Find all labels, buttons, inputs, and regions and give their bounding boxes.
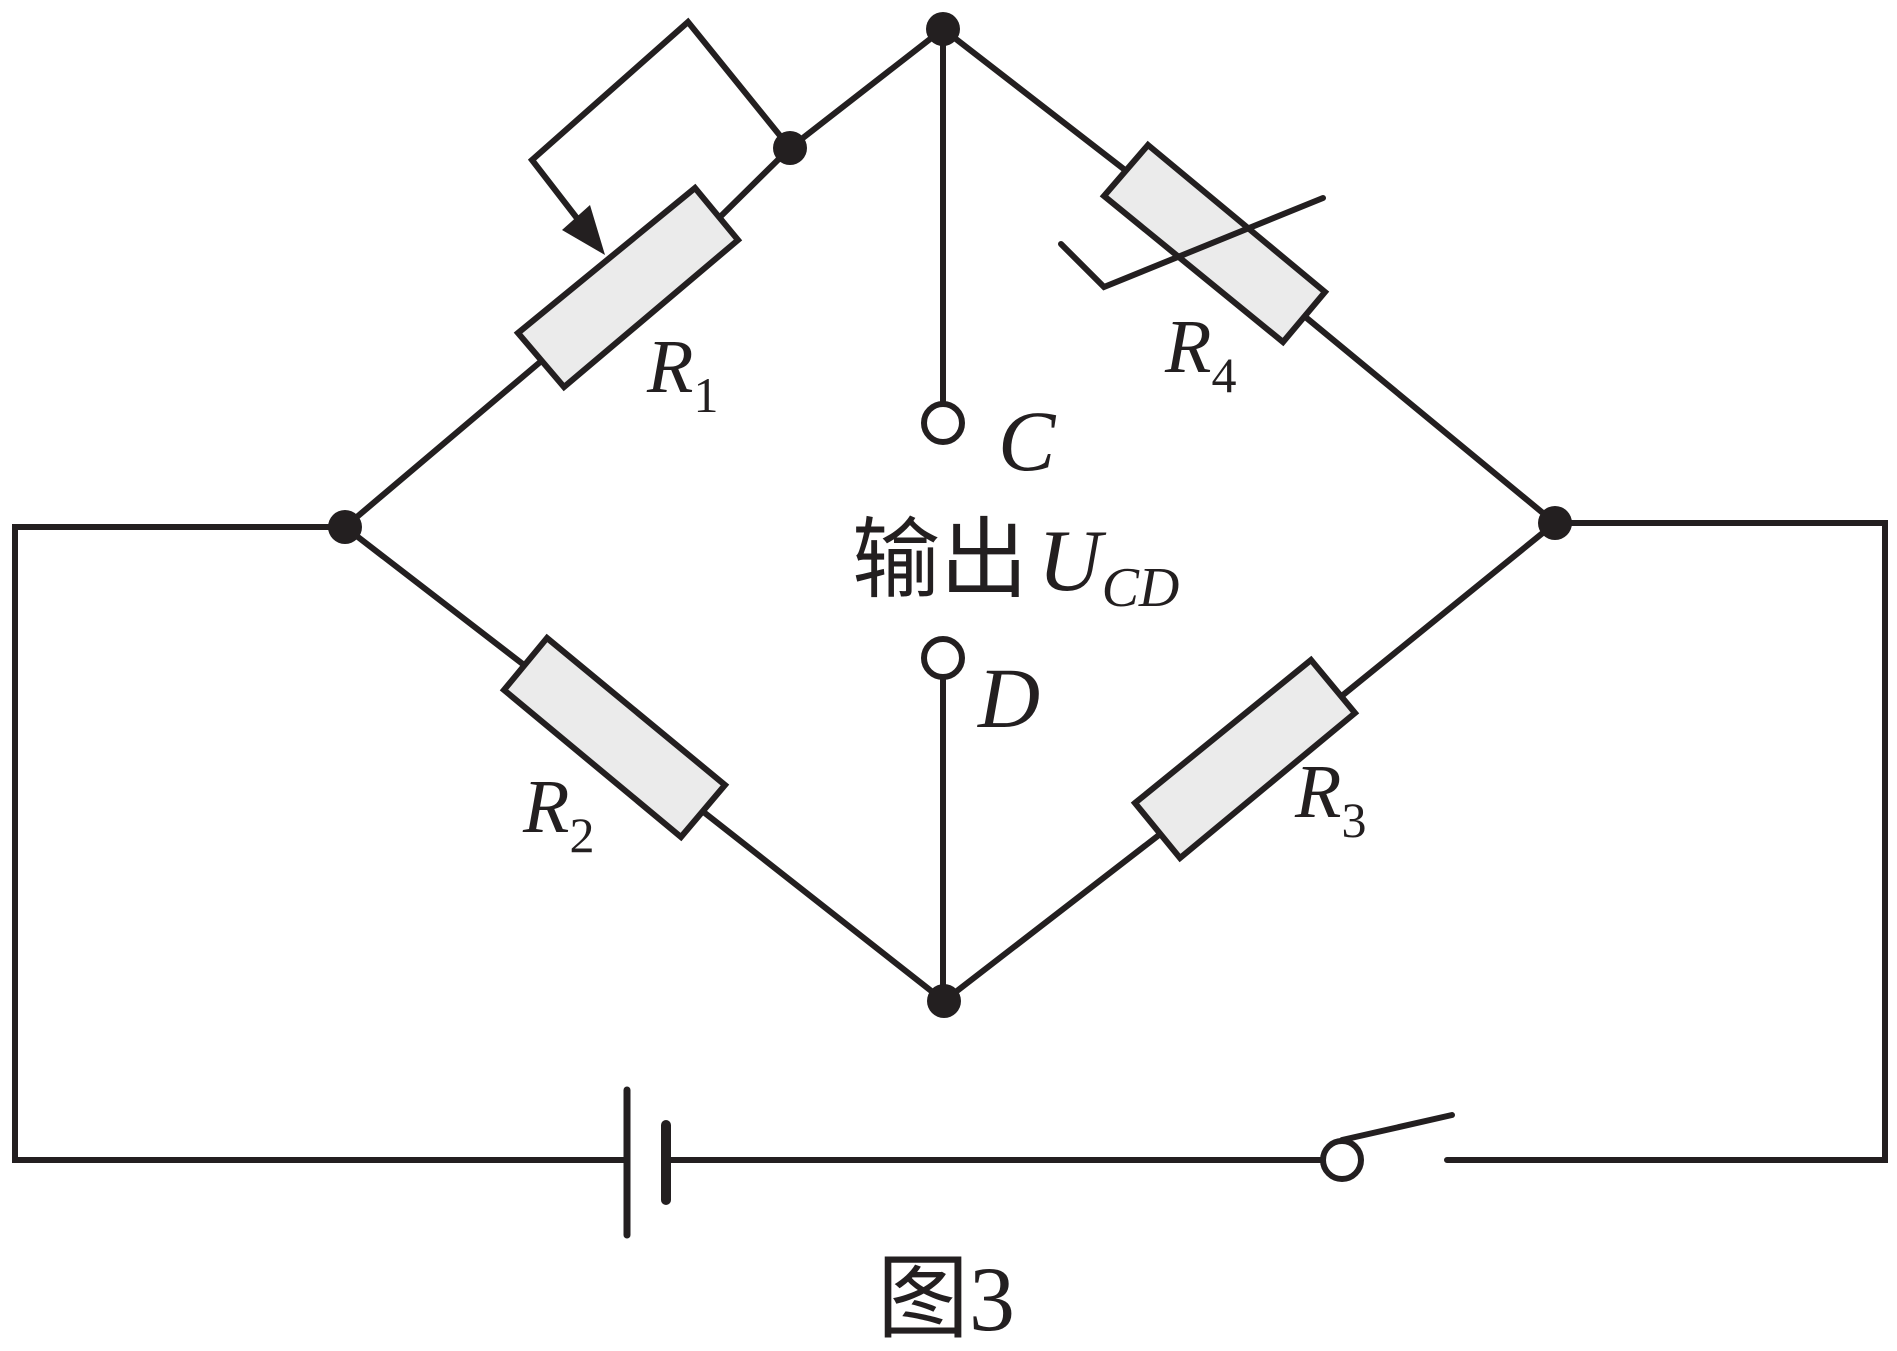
- terminal-c: [921, 401, 965, 445]
- wire-bottom-to-r3: [941, 832, 1162, 1004]
- label-r1: R1: [646, 325, 718, 423]
- node-left: [328, 510, 362, 544]
- wire-left-loop: [12, 524, 630, 1163]
- label-r2-letter: R: [522, 765, 569, 849]
- label-r4: R4: [1164, 305, 1236, 403]
- resistor-r3-body: [1130, 655, 1360, 863]
- r1-wiper-arrowhead: [562, 205, 605, 255]
- bridge-branches: [342, 26, 1558, 1004]
- node-bottom: [927, 984, 961, 1018]
- label-r3-letter: R: [1294, 750, 1341, 834]
- label-output-text: 输出: [852, 513, 1028, 610]
- label-r1-sub: 1: [693, 367, 718, 423]
- label-r1-letter: R: [646, 325, 693, 409]
- wire-r4-to-right: [1300, 312, 1558, 526]
- switch-pivot: [1320, 1138, 1364, 1182]
- wire-top-to-r4: [940, 26, 1128, 173]
- node-top: [926, 12, 960, 46]
- outer-loop-wires: [12, 520, 1888, 1163]
- switch-blade: [1339, 1112, 1455, 1143]
- label-output-sub: CD: [1102, 557, 1180, 619]
- resistor-r3: [1130, 655, 1360, 863]
- wire-left-to-r2: [342, 524, 527, 668]
- r4-variable-mark: [1058, 195, 1326, 291]
- figure-caption: 图3: [877, 1248, 1015, 1350]
- label-r3: R3: [1294, 750, 1366, 848]
- r1-wiper-lead: [527, 17, 793, 229]
- node-wiper-junction: [773, 131, 807, 165]
- switch: [1320, 1112, 1455, 1182]
- r1-wiper: [527, 17, 793, 255]
- label-terminal-c: C: [998, 393, 1057, 489]
- node-right: [1538, 506, 1572, 540]
- battery: [623, 1086, 671, 1239]
- label-r2: R2: [522, 765, 594, 863]
- label-r3-sub: 3: [1341, 792, 1366, 848]
- resistor-r2-body: [499, 633, 730, 842]
- resistor-r2: [499, 633, 730, 842]
- wire-r2-to-bottom: [698, 807, 947, 1004]
- wire-left-to-r1: [342, 360, 542, 530]
- label-r2-sub: 2: [569, 807, 594, 863]
- resistor-r1-body: [513, 183, 743, 392]
- junction-nodes: [328, 12, 1572, 1018]
- label-r4-sub: 4: [1211, 347, 1236, 403]
- label-r4-letter: R: [1164, 305, 1211, 389]
- wire-r3-to-right: [1340, 520, 1558, 698]
- label-output-symbol: U: [1038, 513, 1107, 610]
- wire-right-loop: [1444, 520, 1888, 1163]
- resistor-r1: [513, 183, 743, 392]
- terminal-d: [921, 636, 965, 680]
- label-terminal-d: D: [977, 650, 1040, 746]
- wire-junction-to-top: [787, 26, 946, 151]
